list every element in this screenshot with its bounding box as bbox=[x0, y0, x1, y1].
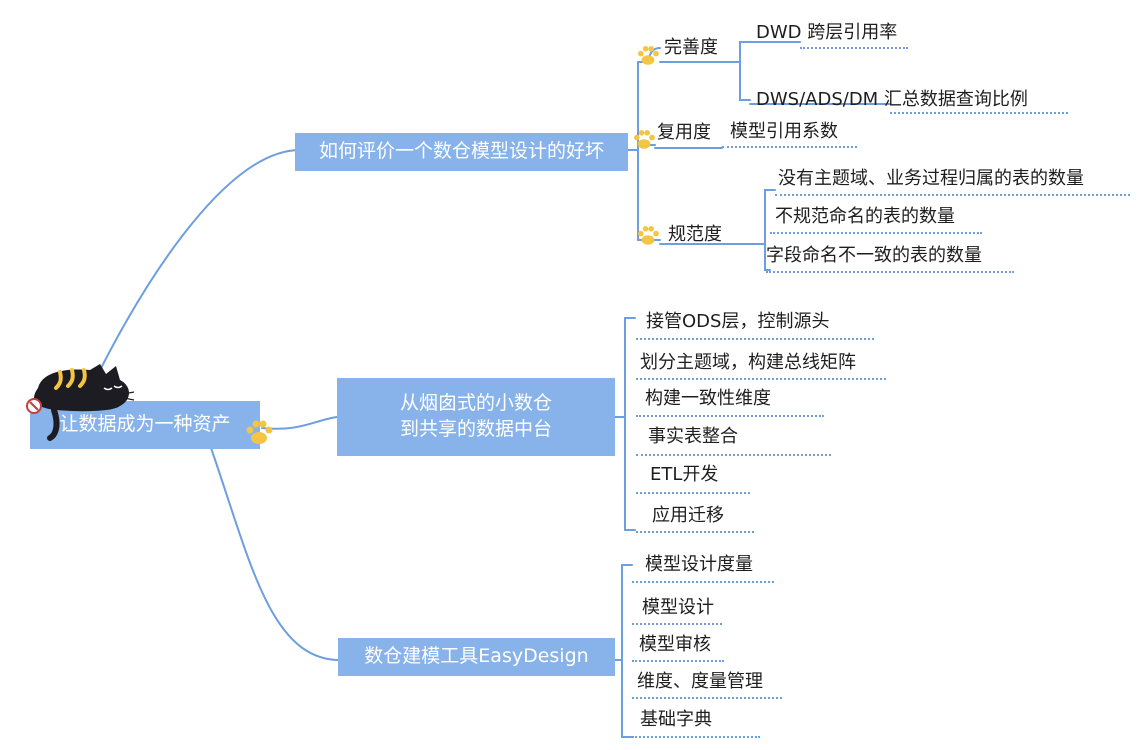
leaf-dim-measure: 维度、度量管理 bbox=[637, 671, 763, 692]
branch-node-easydesign: 数仓建模工具EasyDesign bbox=[338, 638, 615, 676]
leaf-underline bbox=[722, 146, 857, 148]
leaf-app: 应用迁移 bbox=[652, 505, 724, 526]
leaf-underline bbox=[766, 271, 1014, 273]
leaf-underline bbox=[636, 378, 886, 380]
leaf-underline bbox=[890, 112, 1068, 114]
paw-icon bbox=[246, 420, 273, 444]
leaf-underline bbox=[636, 454, 831, 456]
leaf-underline bbox=[632, 697, 782, 699]
branch-label: 如何评价一个数仓模型设计的好坏 bbox=[318, 140, 604, 163]
root-label: 让数据成为一种资产 bbox=[59, 413, 231, 436]
leaf-underline bbox=[632, 660, 724, 662]
leaf-underline bbox=[775, 194, 1130, 196]
leaf-no-domain: 没有主题域、业务过程归属的表的数量 bbox=[778, 168, 1084, 189]
cat-icon bbox=[26, 364, 135, 441]
leaf-model-design: 模型设计 bbox=[642, 597, 714, 618]
leaf-model-review: 模型审核 bbox=[639, 634, 711, 655]
leaf-etl: ETL开发 bbox=[650, 464, 719, 485]
leaf-dws: DWS/ADS/DM 汇总数据查询比例 bbox=[756, 89, 1028, 110]
leaf-underline bbox=[632, 623, 722, 625]
leaf-underline bbox=[636, 338, 874, 340]
leaf-dictionary: 基础字典 bbox=[640, 709, 712, 730]
leaf-reuse: 模型引用系数 bbox=[730, 121, 838, 142]
paw-icon bbox=[638, 226, 659, 245]
leaf-underline bbox=[636, 492, 750, 494]
branch-node-migration: 从烟囱式的小数仓 到共享的数据中台 bbox=[337, 378, 615, 456]
leaf-model-measure: 模型设计度量 bbox=[645, 554, 753, 575]
leaf-field-name: 字段命名不一致的表的数量 bbox=[766, 245, 982, 266]
leaf-dimension: 构建一致性维度 bbox=[645, 388, 771, 409]
leaf-dwd: DWD 跨层引用率 bbox=[756, 22, 898, 43]
leaf-underline bbox=[800, 47, 908, 49]
paw-icon bbox=[638, 46, 659, 65]
leaf-fact: 事实表整合 bbox=[648, 426, 738, 447]
branch-node-evaluate: 如何评价一个数仓模型设计的好坏 bbox=[295, 133, 628, 171]
subnode-guifandu: 规范度 bbox=[668, 224, 722, 245]
leaf-bad-name: 不规范命名的表的数量 bbox=[775, 206, 955, 227]
leaf-underline bbox=[636, 531, 754, 533]
branch-label-line1: 从烟囱式的小数仓 bbox=[399, 392, 552, 415]
leaf-domain: 划分主题域，构建总线矩阵 bbox=[640, 352, 856, 373]
leaf-underline bbox=[632, 581, 774, 583]
subnode-fuyongdu: 复用度 bbox=[657, 122, 711, 143]
paw-icon bbox=[634, 130, 655, 149]
edge-root-branch1 bbox=[94, 149, 301, 381]
branch-label: 数仓建模工具EasyDesign bbox=[364, 645, 589, 668]
leaf-ods: 接管ODS层，控制源头 bbox=[646, 311, 830, 332]
leaf-underline bbox=[636, 415, 824, 417]
leaf-underline bbox=[632, 736, 760, 738]
branch-label-line2: 到共享的数据中台 bbox=[399, 418, 552, 440]
edge-root-branch3 bbox=[209, 444, 341, 661]
leaf-underline bbox=[770, 232, 982, 234]
subnode-wanshandu: 完善度 bbox=[664, 37, 718, 58]
